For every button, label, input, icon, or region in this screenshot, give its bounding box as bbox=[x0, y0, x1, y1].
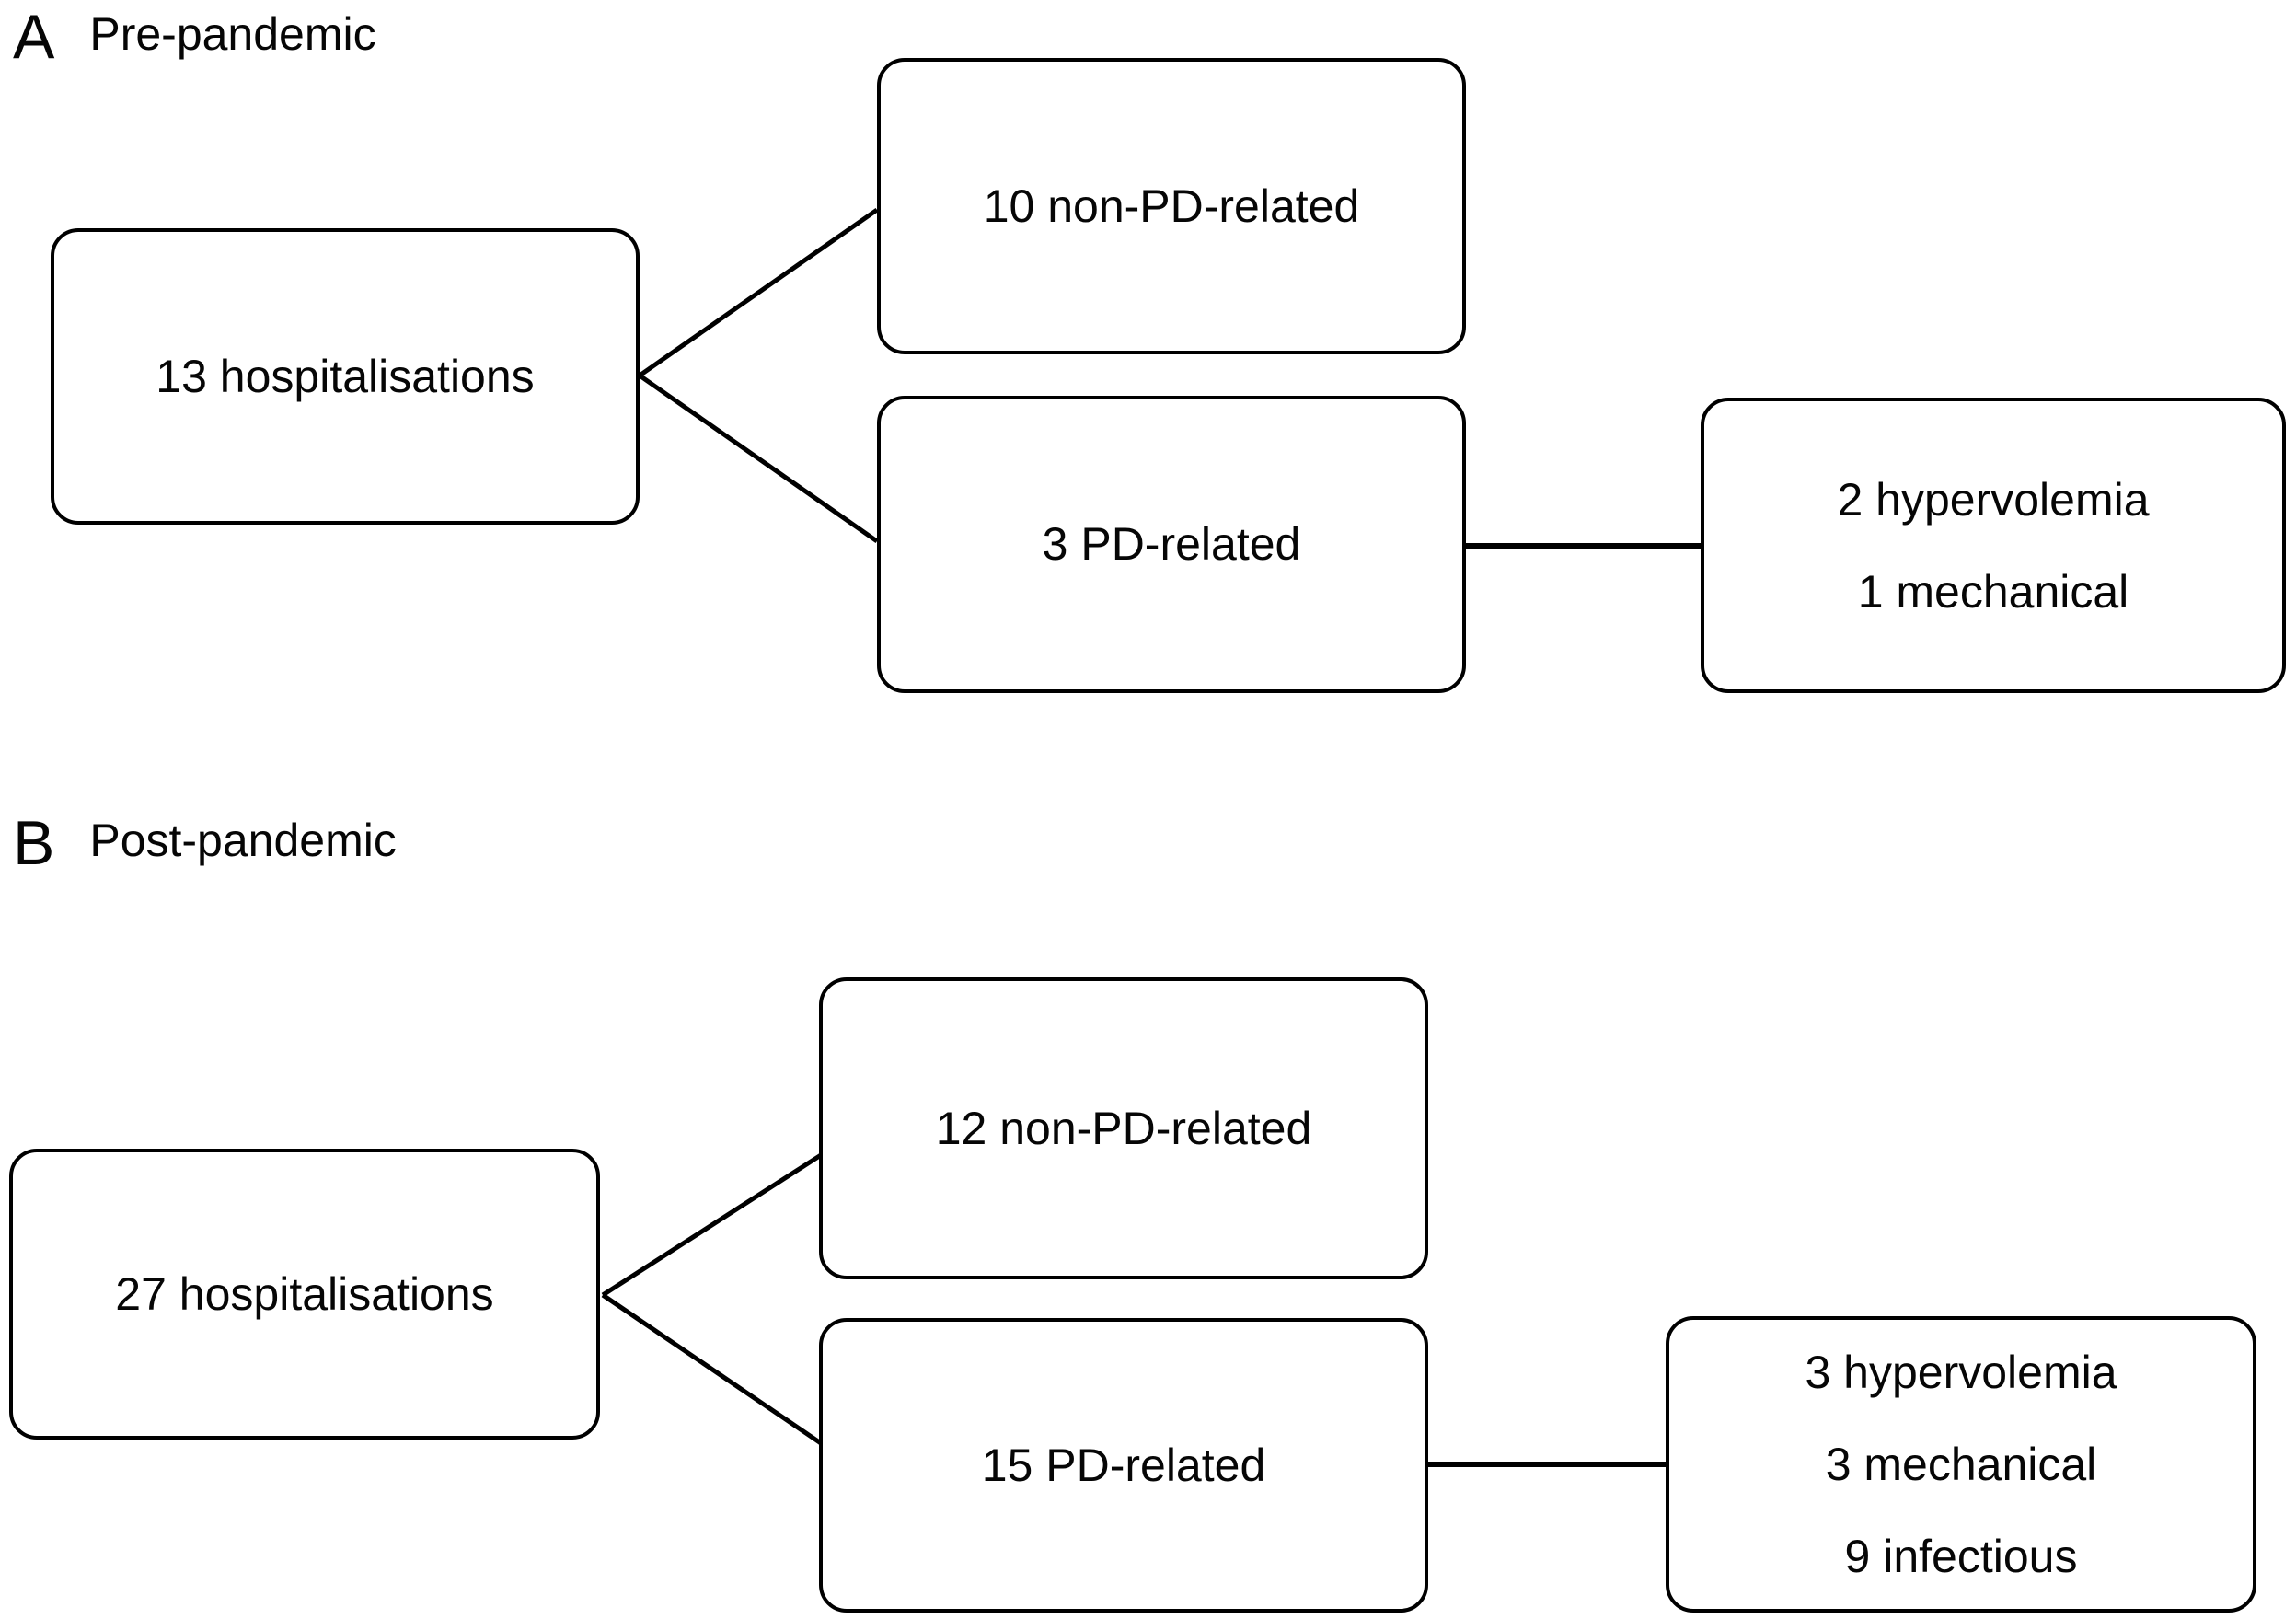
box-a-outcomes: 2 hypervolemia 1 mechanical bbox=[1701, 398, 2286, 693]
box-b-outcome-line-1: 3 hypervolemia bbox=[1805, 1347, 2117, 1398]
panel-b-letter: B bbox=[13, 808, 55, 878]
box-b-outcome-line-2: 3 mechanical bbox=[1825, 1439, 2097, 1490]
connector-b-root-to-pd bbox=[601, 1292, 823, 1446]
connector-a-root-to-nonpd bbox=[638, 207, 879, 378]
box-a-outcome-line-2: 1 mechanical bbox=[1857, 565, 2129, 618]
box-b-outcome-line-3: 9 infectious bbox=[1844, 1531, 2078, 1582]
box-a-outcome-line-1: 2 hypervolemia bbox=[1837, 473, 2150, 526]
panel-b-label: B Post-pandemic bbox=[13, 812, 397, 874]
connector-b-root-to-nonpd bbox=[601, 1152, 823, 1298]
panel-b-title: Post-pandemic bbox=[89, 815, 397, 866]
box-a-non-pd-related: 10 non-PD-related bbox=[877, 58, 1466, 354]
box-a-hospitalisations: 13 hospitalisations bbox=[51, 228, 640, 525]
box-a-pd-related: 3 PD-related bbox=[877, 396, 1466, 693]
box-a-non-pd-related-text: 10 non-PD-related bbox=[983, 179, 1360, 232]
connector-a-root-to-pd bbox=[638, 373, 879, 544]
box-b-non-pd-related-text: 12 non-PD-related bbox=[935, 1102, 1312, 1154]
box-b-pd-related: 15 PD-related bbox=[819, 1318, 1428, 1613]
box-b-non-pd-related: 12 non-PD-related bbox=[819, 977, 1428, 1279]
box-b-hospitalisations: 27 hospitalisations bbox=[9, 1149, 600, 1440]
box-b-hospitalisations-text: 27 hospitalisations bbox=[115, 1267, 494, 1320]
panel-a-label: A Pre-pandemic bbox=[13, 6, 376, 68]
box-a-hospitalisations-text: 13 hospitalisations bbox=[156, 350, 535, 402]
box-b-pd-related-text: 15 PD-related bbox=[981, 1439, 1266, 1491]
panel-a-title: Pre-pandemic bbox=[89, 8, 376, 60]
panel-a-letter: A bbox=[13, 2, 55, 72]
box-a-pd-related-text: 3 PD-related bbox=[1042, 518, 1301, 571]
box-b-outcomes: 3 hypervolemia 3 mechanical 9 infectious bbox=[1666, 1316, 2256, 1613]
